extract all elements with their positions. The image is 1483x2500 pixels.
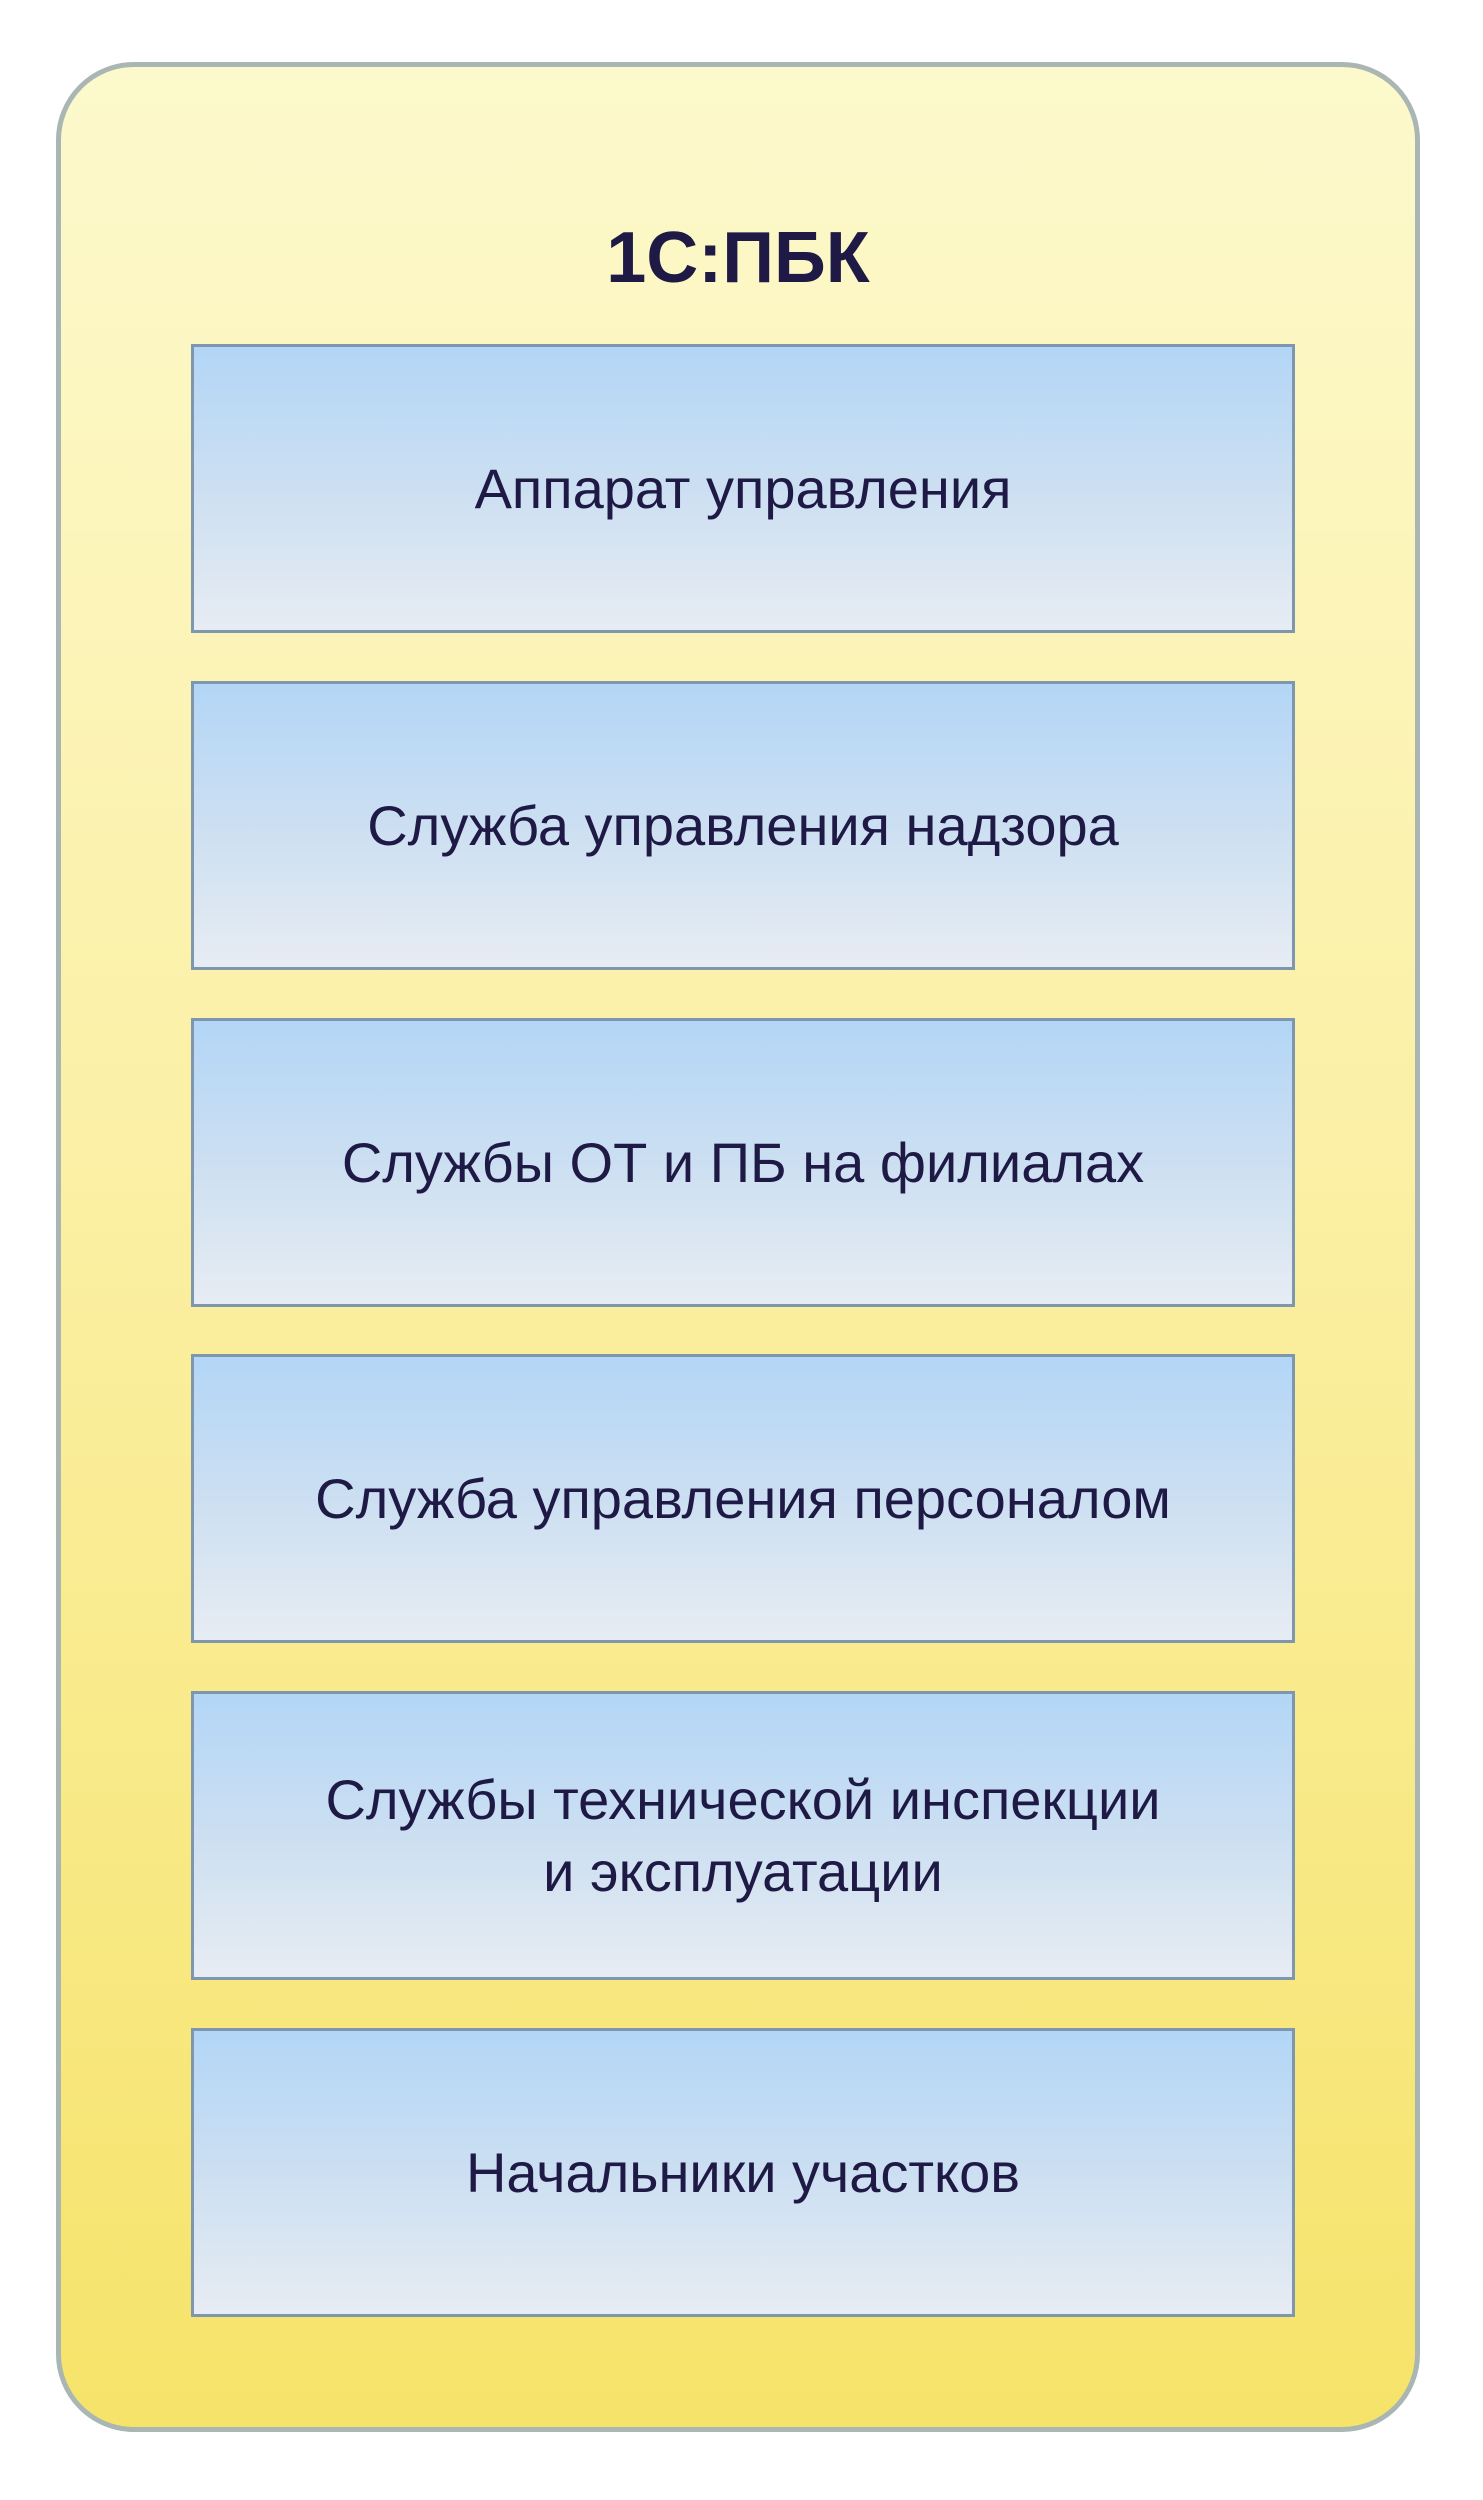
unit-box-management: Аппарат управления xyxy=(191,344,1295,633)
unit-box-supervision: Служба управления надзора xyxy=(191,681,1295,970)
diagram-title: 1С:ПБК xyxy=(606,218,870,298)
unit-box-branches: Службы ОТ и ПБ на филиалах xyxy=(191,1018,1295,1307)
unit-label: Служба управления надзора xyxy=(367,793,1119,857)
org-structure-container: 1С:ПБК Аппарат управления Служба управле… xyxy=(56,62,1420,2432)
unit-label: Начальники участков xyxy=(465,2140,1021,2204)
unit-box-personnel: Служба управления персоналом xyxy=(191,1354,1295,1643)
unit-label: Служба управления персоналом xyxy=(315,1466,1171,1530)
unit-box-inspection: Службы технической инспекции и эксплуата… xyxy=(191,1691,1295,1980)
unit-label: Службы ОТ и ПБ на филиалах xyxy=(341,1130,1145,1194)
unit-box-site-chiefs: Начальники участков xyxy=(191,2028,1295,2317)
unit-label: Службы технической инспекции и эксплуата… xyxy=(325,1767,1161,1903)
unit-label: Аппарат управления xyxy=(474,456,1012,520)
